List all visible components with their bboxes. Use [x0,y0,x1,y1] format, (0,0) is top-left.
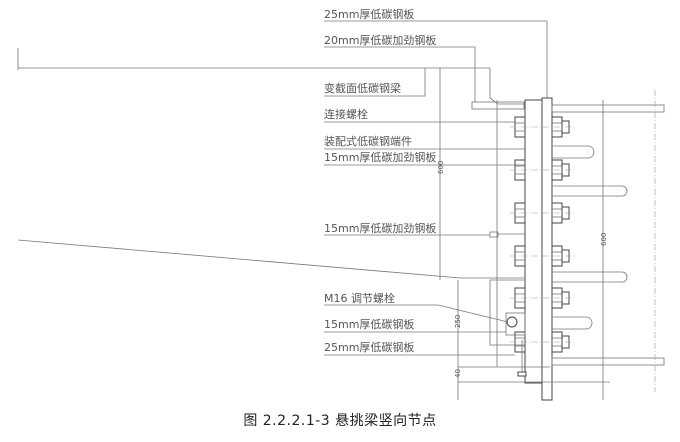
label-plate-25-bottom: 25mm厚低碳钢板 [324,340,414,354]
label-end-piece: 装配式低碳钢端件 [324,134,412,148]
bolt-icon [510,202,576,224]
adjusting-bolt-icon [506,316,518,328]
dimension-lines: 600 600 250 40 [437,68,610,400]
bracket [489,231,527,377]
label-stiffener-15-b: 15mm厚低碳加劲钢板 [324,221,436,235]
variable-section-beam [17,48,525,279]
dim-40: 40 [454,369,462,378]
label-bolt: 连接螺栓 [324,107,368,121]
label-plate-25-top: 25mm厚低碳钢板 [324,7,414,21]
label-plate-15: 15mm厚低碳钢板 [324,317,414,331]
label-stiffener-20: 20mm厚低碳加劲钢板 [324,33,436,47]
bolt-icon [510,159,576,181]
bolt-icon [510,331,576,353]
dim-right-600: 600 [600,233,608,246]
annotation-labels: 25mm厚低碳钢板 20mm厚低碳加劲钢板 变截面低碳钢梁 连接螺栓 装配式低碳… [324,7,548,356]
end-plates [524,97,553,401]
u-anchors [552,145,628,330]
right-plates [551,90,665,392]
label-beam: 变截面低碳钢梁 [324,81,401,95]
figure-caption: 图 2.2.2.1-3 悬挑梁竖向节点 [243,413,437,429]
connection-bolts [510,116,576,353]
dim-250: 250 [454,315,462,328]
bolt-icon [510,245,576,267]
label-adjust-bolt: M16 调节螺栓 [324,291,395,305]
bolt-icon [510,287,576,309]
bolt-icon [510,116,576,138]
label-stiffener-15-a: 15mm厚低碳加劲钢板 [324,150,436,164]
dim-left-600: 600 [437,161,445,174]
